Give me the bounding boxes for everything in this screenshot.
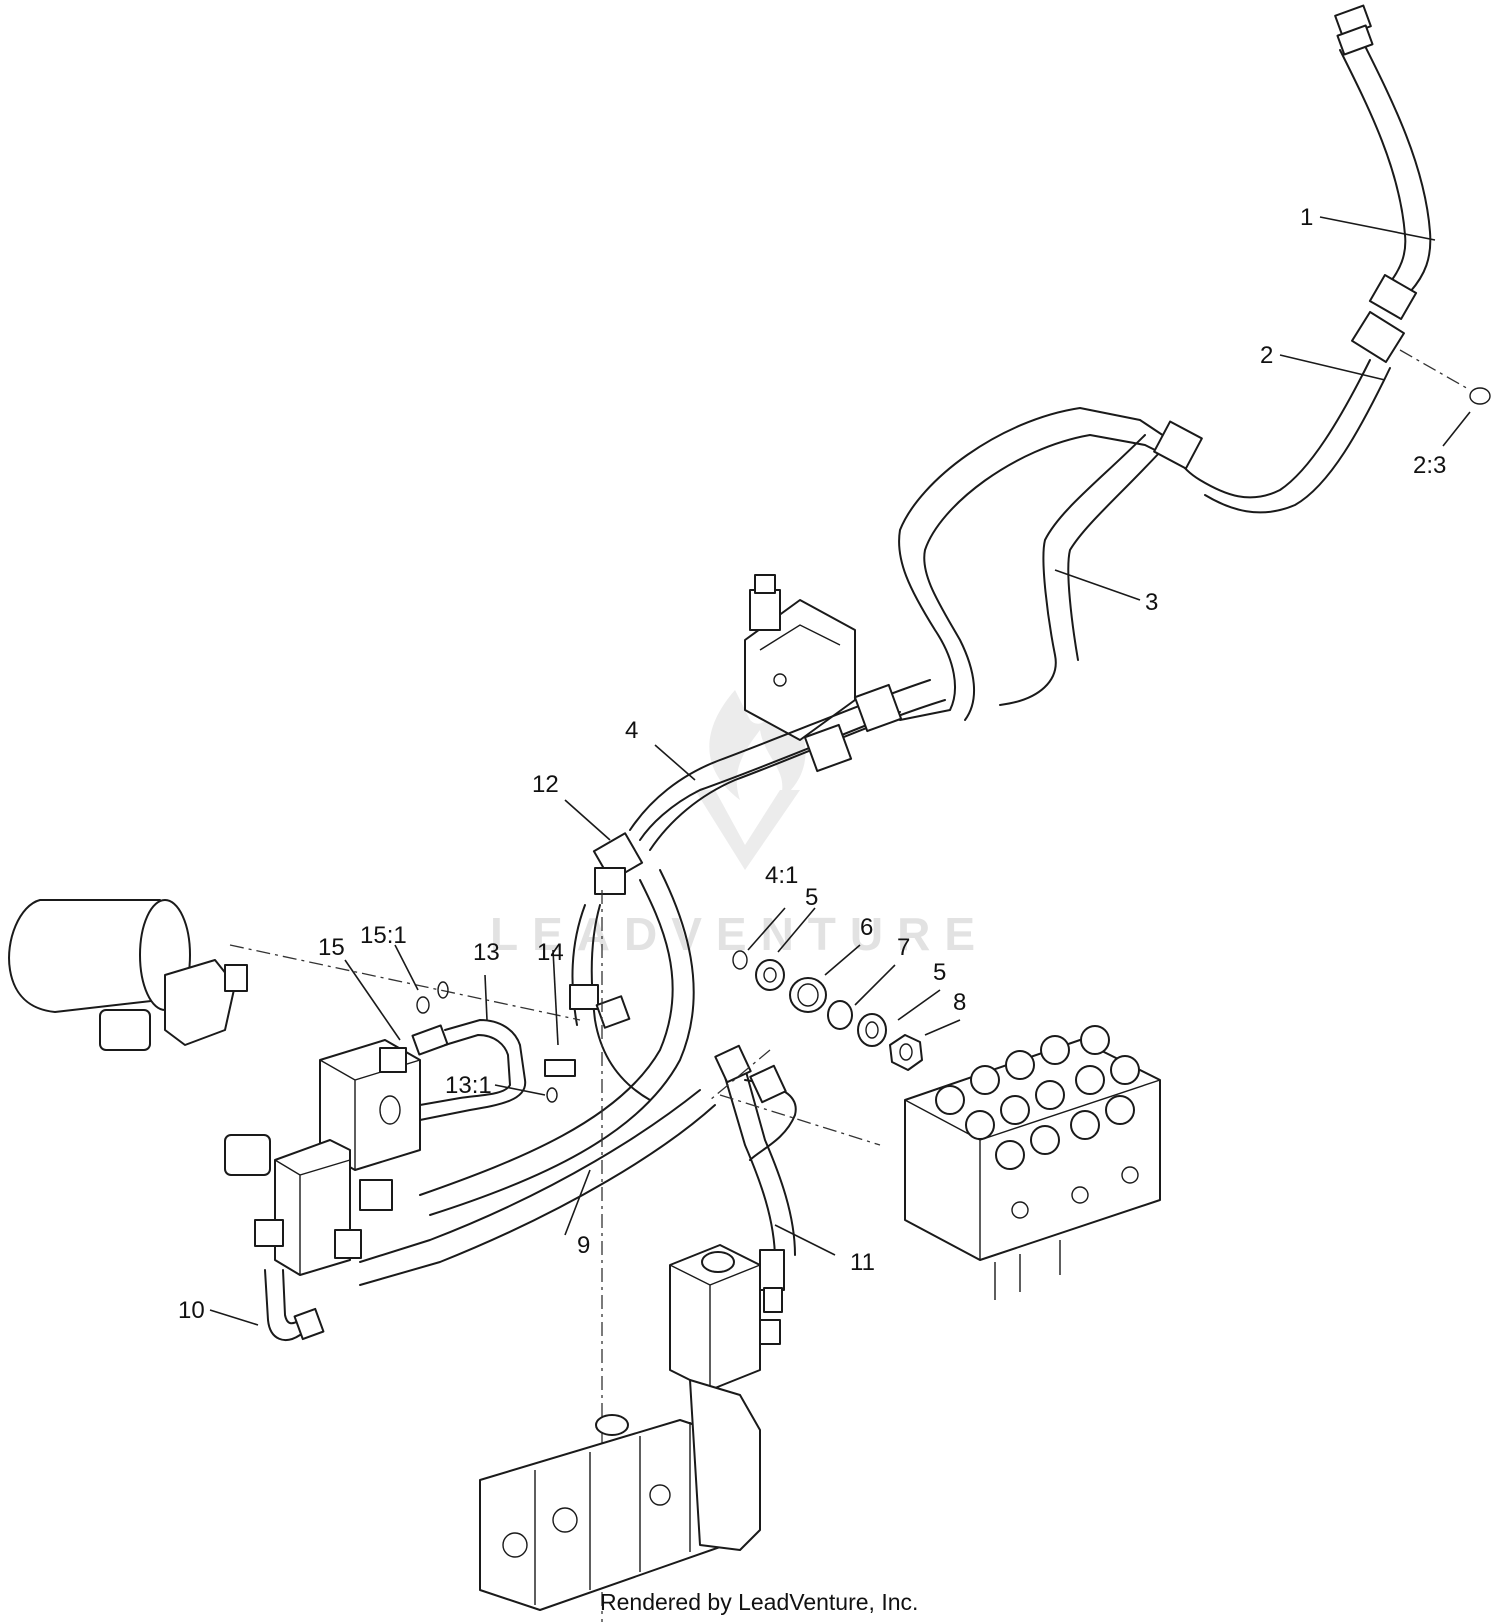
part-15-valve-block [319, 981, 558, 1171]
callout-9: 9 [577, 1232, 590, 1259]
callout-1: 1 [1300, 204, 1313, 231]
part-12-fitting [592, 832, 644, 895]
alignment-lines [601, 890, 881, 1622]
part-4-tubes [629, 679, 946, 851]
callout-4-1: 4:1 [765, 862, 798, 889]
callout-13: 13 [473, 939, 500, 966]
callout-8: 8 [953, 989, 966, 1016]
callout-2: 2 [1260, 342, 1273, 369]
callout-5-upper: 5 [805, 884, 818, 911]
valve-top [744, 574, 856, 741]
pump [479, 1379, 761, 1611]
callout-10: 10 [178, 1297, 205, 1324]
watermark: LEADVENTURE [490, 690, 989, 960]
callout-15: 15 [318, 934, 345, 961]
callouts: 1 2 2:3 3 4 12 4:1 5 6 7 5 8 9 11 10 15 … [178, 204, 1446, 1324]
part-9-tube [359, 869, 716, 1286]
callout-15-1: 15:1 [360, 922, 407, 949]
callout-3: 3 [1145, 589, 1158, 616]
center-fittings [544, 984, 787, 1104]
callout-12: 12 [532, 771, 559, 798]
part-10-elbow [264, 1269, 325, 1341]
watermark-text: LEADVENTURE [490, 908, 989, 960]
callout-2-3: 2:3 [1413, 452, 1446, 479]
callout-5-lower: 5 [933, 959, 946, 986]
lower-center-block [669, 1244, 781, 1391]
part-1-hose [1334, 4, 1432, 320]
lower-left-valve-block [224, 1134, 393, 1276]
seal-kit [732, 950, 923, 1071]
leader-lines [209, 216, 1471, 1326]
callout-13-1: 13:1 [445, 1072, 492, 1099]
part-2-tube [1172, 310, 1491, 514]
watermark-chevron-icon [695, 790, 800, 870]
callout-7: 7 [897, 934, 910, 961]
callout-14: 14 [537, 939, 564, 966]
render-credit: Rendered by LeadVenture, Inc. [600, 1589, 918, 1615]
callout-11: 11 [850, 1249, 875, 1276]
left-motor [8, 899, 581, 1051]
part-3-tube [898, 407, 1203, 721]
callout-6: 6 [860, 914, 873, 941]
right-manifold [904, 1025, 1161, 1300]
callout-4: 4 [625, 717, 638, 744]
